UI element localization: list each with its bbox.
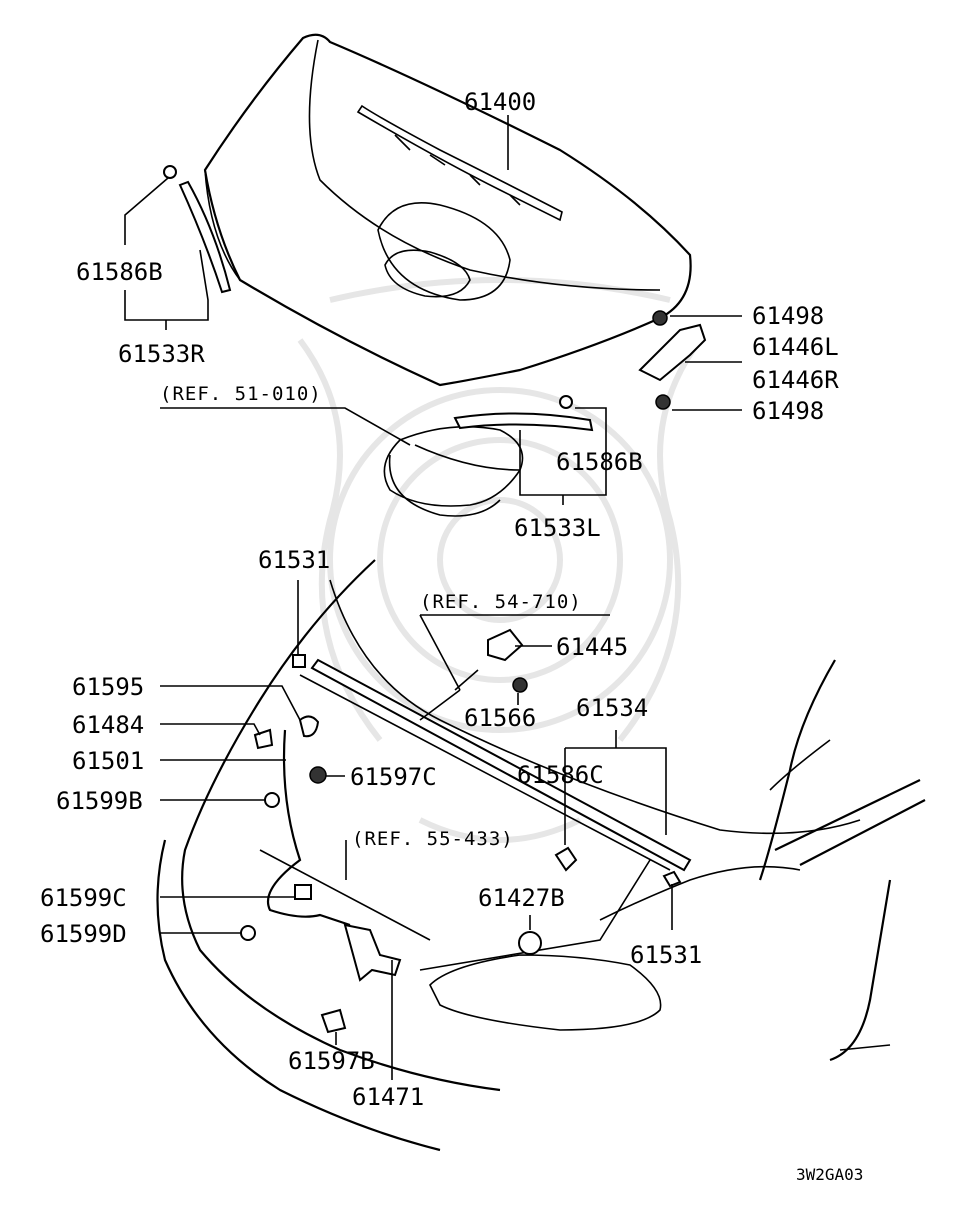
clip-right-shape [163,165,177,179]
seal-clip-shape [554,846,578,872]
label-handle-screw: 61566 [464,704,536,732]
label-cable-clip: 61484 [72,711,144,739]
hood-latch-shape [343,923,402,982]
stay-holder-shape [518,931,542,955]
release-cable-shape [266,729,351,927]
vehicle-body-outline [156,559,926,1152]
label-release-handle: 61445 [556,633,628,661]
clamp-b-shape [264,792,280,808]
label-clamp-b: 61599B [56,787,143,815]
release-handle-shape [487,628,524,662]
leader-lines [124,115,742,1080]
label-hood-panel: 61400 [464,88,536,116]
cable-grommet-shape [298,715,320,738]
hood-hinge-shape [638,310,707,410]
latch-bolt-shape [320,1008,347,1034]
label-seal-clip: 61586C [517,761,604,789]
bumper-rubber-upper-shape [292,654,306,668]
label-clip-right: 61586B [76,258,163,286]
ref-hood-lock-cable: (REF. 54-710) [420,591,582,613]
label-cable-grommet: 61595 [72,673,144,701]
label-clip-left: 61586B [556,448,643,476]
ref-latch-area: (REF. 55-433) [352,828,514,850]
label-weatherstrip-left: 61533L [514,514,601,542]
label-bumper-rubber-upper: 61531 [258,546,330,574]
label-hinge-bolt-upper: 61498 [752,302,824,330]
label-screw-c: 61597C [350,763,437,791]
label-clamp-d: 61599D [40,920,127,948]
label-seal-assy: 61534 [576,694,648,722]
label-hinge-bolt-lower: 61498 [752,397,824,425]
label-hinge-left: 61446L [752,333,839,361]
clamp-c-shape [294,884,312,900]
weatherstrip-left-shape [453,412,594,432]
watermark-emblem [297,277,703,843]
label-stay-holder: 61427B [478,884,565,912]
screw-c-shape [309,766,327,784]
part-labels: 61400 61586B 61533R 61498 61446L 61446R … [40,88,863,1184]
seal-strip-shape [310,658,692,872]
handle-screw-shape [512,677,528,693]
diagram-code: 3W2GA03 [796,1165,863,1184]
label-latch-bolt: 61597B [288,1047,375,1075]
label-hinge-right: 61446R [752,366,839,394]
label-release-cable: 61501 [72,747,144,775]
hood-panel [203,33,692,387]
weatherstrip-right-shape [178,180,232,294]
ref-hood-insulator: (REF. 51-010) [160,383,322,405]
label-hood-latch: 61471 [352,1083,424,1111]
cable-clip-shape [253,728,274,750]
label-clamp-c: 61599C [40,884,127,912]
label-bumper-rubber-lower: 61531 [630,941,702,969]
bumper-rubber-lower-shape [662,870,682,888]
clip-left-shape [559,395,573,409]
label-weatherstrip-right: 61533R [118,340,205,368]
clamp-d-shape [240,925,256,941]
